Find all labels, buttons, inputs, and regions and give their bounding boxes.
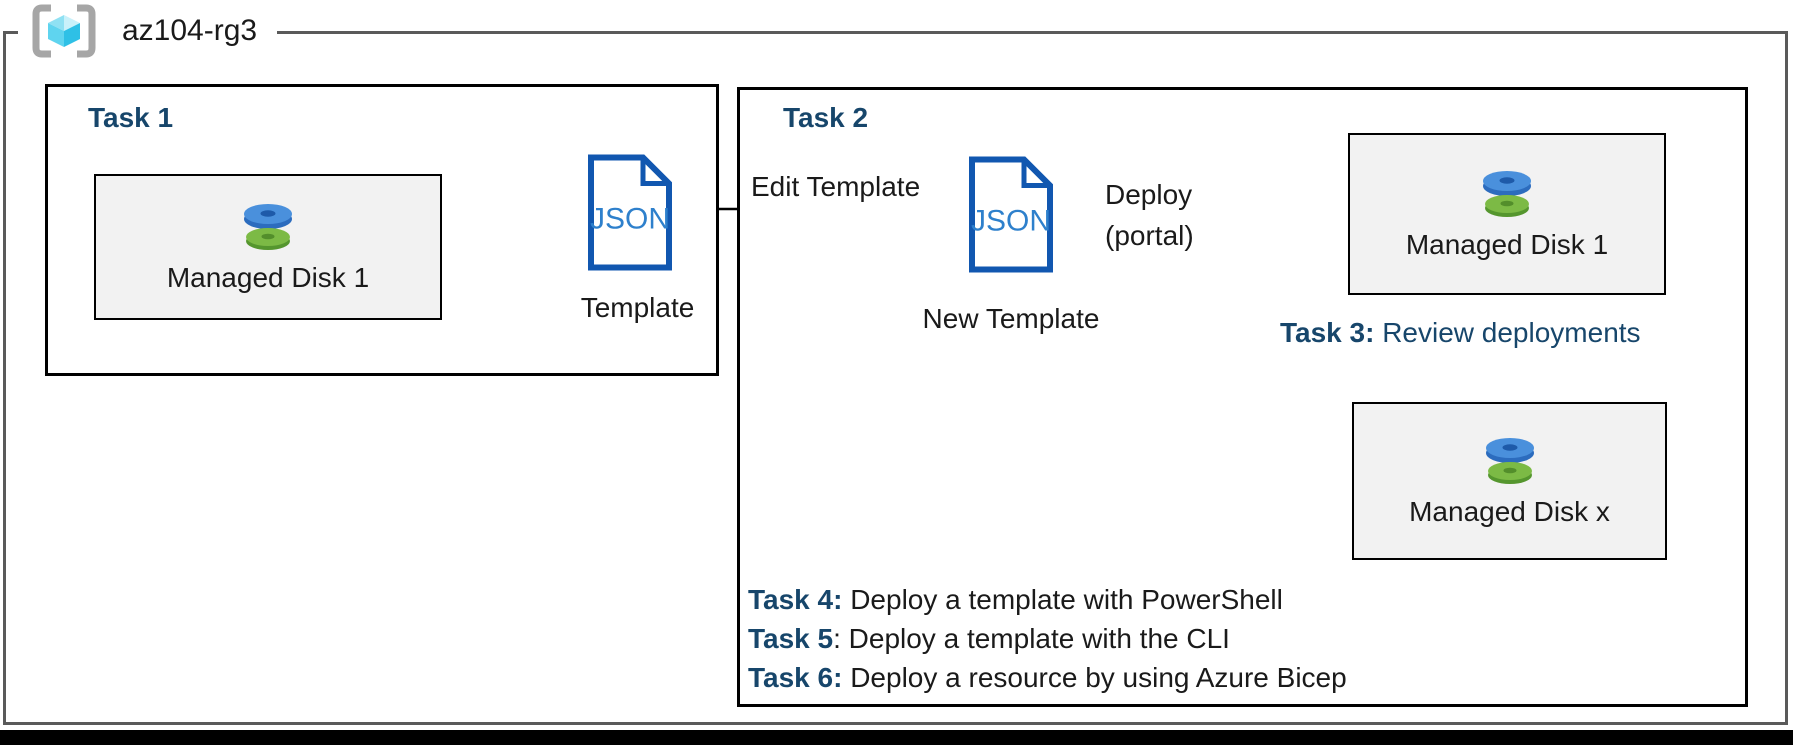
edit-template-arrow-label: Edit Template (751, 171, 921, 202)
resource-group-icon (32, 4, 96, 58)
task4-line: Task 4: Deploy a template with PowerShel… (748, 580, 1347, 619)
new-template-json-icon: JSON (967, 154, 1055, 275)
managed-disk-icon (244, 204, 292, 250)
bottom-black-bar (0, 730, 1793, 745)
managed-disk-x-label: Managed Disk x (1409, 496, 1610, 527)
task4-prefix: Task 4: (748, 584, 843, 615)
managed-disk-icon (1483, 171, 1531, 217)
template-label: Template (580, 292, 695, 323)
deploy-arrow-sublabel: (portal) (1105, 220, 1194, 251)
task5-text: : Deploy a template with the CLI (833, 623, 1230, 654)
managed-disk-1-label: Managed Disk 1 (166, 262, 370, 293)
task1-title: Task 1 (88, 102, 174, 133)
task6-line: Task 6: Deploy a resource by using Azure… (748, 658, 1347, 697)
task2-title: Task 2 (783, 102, 869, 133)
managed-disk-1-deployed-card: Managed Disk 1 (1348, 133, 1666, 295)
task3-caption: Task 3: Review deployments (1280, 313, 1641, 352)
task6-prefix: Task 6: (748, 662, 843, 693)
task5-line: Task 5: Deploy a template with the CLI (748, 619, 1347, 658)
resource-group-name: az104-rg3 (122, 14, 258, 47)
resource-group-box (3, 31, 1788, 725)
new-template-json-icon-text: JSON (971, 205, 1051, 238)
managed-disk-x-card: Managed Disk x (1352, 402, 1667, 560)
task4-text: Deploy a template with PowerShell (842, 584, 1283, 615)
managed-disk-icon (1485, 438, 1534, 484)
resource-group-header: az104-rg3 (18, 2, 278, 60)
task-list: Task 4: Deploy a template with PowerShel… (748, 580, 1347, 697)
managed-disk-1-deployed-label: Managed Disk 1 (1405, 229, 1609, 260)
managed-disk-1-card: Managed Disk 1 (94, 174, 442, 320)
template-json-icon: JSON (586, 152, 674, 273)
task6-text: Deploy a resource by using Azure Bicep (842, 662, 1347, 693)
task3-text: Review deployments (1374, 317, 1641, 348)
deploy-arrow-label: Deploy (1105, 179, 1193, 210)
new-template-label: New Template (922, 303, 1100, 334)
template-json-icon-text: JSON (590, 203, 670, 236)
task3-prefix: Task 3: (1280, 317, 1375, 348)
task5-prefix: Task 5 (748, 623, 834, 654)
